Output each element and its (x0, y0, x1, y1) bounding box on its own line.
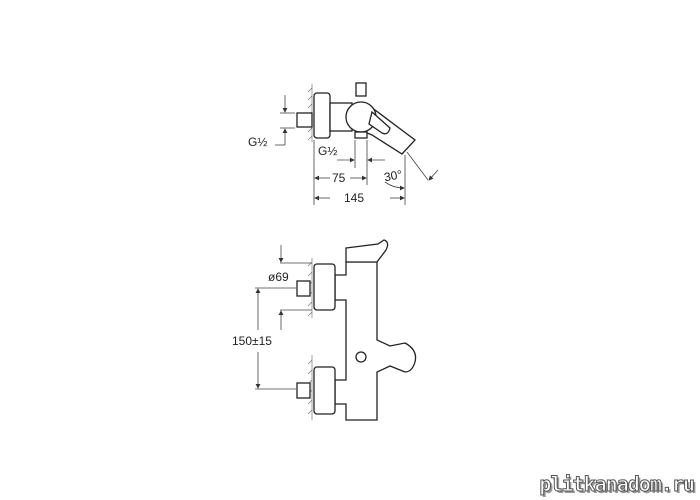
label-diameter: ø69 (268, 270, 289, 284)
label-angle: 30° (383, 167, 403, 184)
body-hole (355, 351, 367, 363)
lower-wall-nut (313, 366, 336, 415)
upper-stub (296, 280, 311, 297)
mixer-body (334, 261, 417, 421)
top-knob (355, 82, 367, 97)
outlet-nub (354, 131, 368, 139)
front-view: ø69 150±15 (232, 239, 417, 421)
wall-nut (313, 92, 331, 139)
watermark: plitkanadom.ru (539, 472, 696, 497)
lower-stub (296, 382, 311, 399)
label-thread-inlet: G½ (248, 135, 267, 149)
label-dim-145: 145 (344, 191, 364, 205)
top-handle (345, 239, 389, 263)
lever (368, 110, 391, 135)
upper-wall-nut (313, 263, 336, 311)
label-thread-outlet: G½ (318, 144, 337, 158)
dimension-lines-front (255, 245, 312, 390)
dimension-lines-side (275, 95, 439, 205)
label-spacing: 150±15 (232, 334, 272, 348)
side-view: G½ G½ 75 145 30° (248, 82, 439, 205)
inlet-stub (296, 112, 313, 128)
label-dim-75: 75 (332, 171, 346, 185)
